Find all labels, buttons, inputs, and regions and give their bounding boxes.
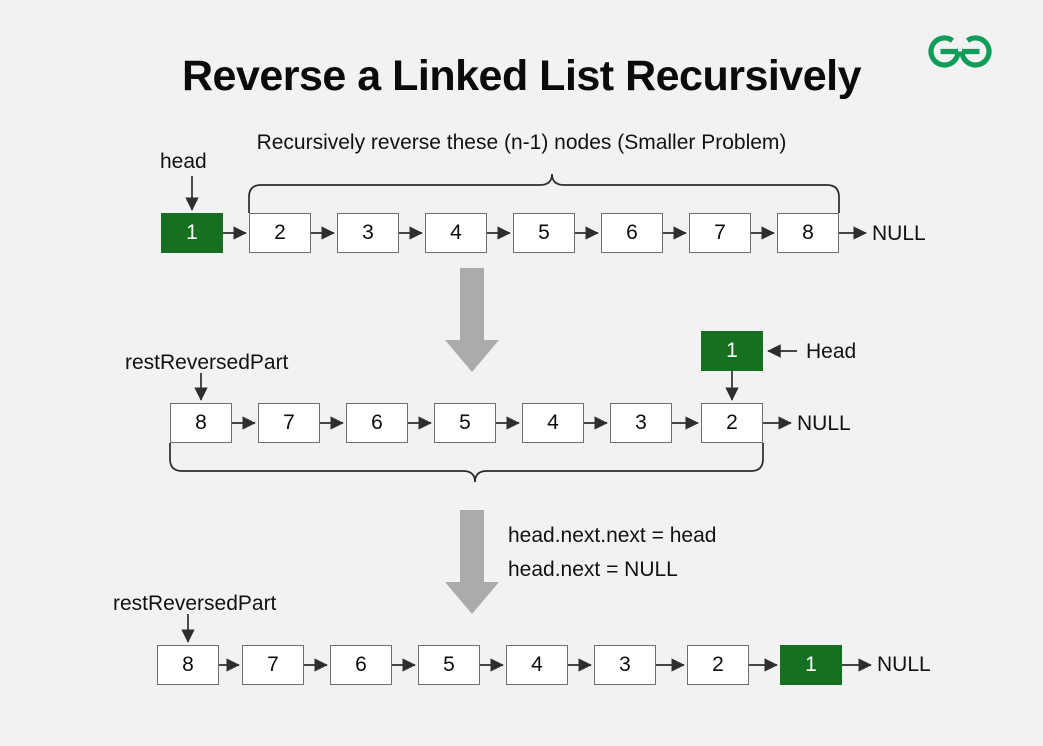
step2-node-2[interactable]: 2 — [701, 403, 763, 443]
transition-arrow-1 — [445, 268, 499, 372]
step2-node-5[interactable]: 5 — [434, 403, 496, 443]
code-line-2: head.next = NULL — [508, 558, 678, 581]
transition-arrow-2 — [445, 510, 499, 614]
step3-node-7[interactable]: 7 — [242, 645, 304, 685]
step1-node-4[interactable]: 4 — [425, 213, 487, 253]
step3-node-4[interactable]: 4 — [506, 645, 568, 685]
geeksforgeeks-logo-icon — [922, 28, 998, 74]
step2-null-label: NULL — [797, 412, 851, 435]
step1-node-2[interactable]: 2 — [249, 213, 311, 253]
step1-node-7[interactable]: 7 — [689, 213, 751, 253]
step3-node-8[interactable]: 8 — [157, 645, 219, 685]
step2-brace — [169, 443, 764, 483]
step2-node-7[interactable]: 7 — [258, 403, 320, 443]
step1-node-1[interactable]: 1 — [161, 213, 223, 253]
step2-floating-node-1[interactable]: 1 — [701, 331, 763, 371]
step1-node-8[interactable]: 8 — [777, 213, 839, 253]
step1-head-label: head — [160, 150, 207, 173]
step3-node-2[interactable]: 2 — [687, 645, 749, 685]
step2-node-8[interactable]: 8 — [170, 403, 232, 443]
step2-node-4[interactable]: 4 — [522, 403, 584, 443]
step3-node-3[interactable]: 3 — [594, 645, 656, 685]
step2-head-label: Head — [806, 340, 857, 363]
step2-node-3[interactable]: 3 — [610, 403, 672, 443]
step1-brace-label: Recursively reverse these (n-1) nodes (S… — [256, 131, 787, 154]
step3-null-label: NULL — [877, 653, 931, 676]
step3-rest-label: restReversedPart — [113, 592, 277, 615]
step1-node-6[interactable]: 6 — [601, 213, 663, 253]
page-title: Reverse a Linked List Recursively — [181, 52, 862, 100]
step1-node-3[interactable]: 3 — [337, 213, 399, 253]
code-line-1: head.next.next = head — [508, 524, 717, 547]
step2-rest-label: restReversedPart — [125, 351, 289, 374]
step1-node-5[interactable]: 5 — [513, 213, 575, 253]
step3-node-6[interactable]: 6 — [330, 645, 392, 685]
step1-brace — [248, 173, 840, 213]
step3-node-5[interactable]: 5 — [418, 645, 480, 685]
step2-node-6[interactable]: 6 — [346, 403, 408, 443]
step1-null-label: NULL — [872, 222, 926, 245]
step3-node-1[interactable]: 1 — [780, 645, 842, 685]
